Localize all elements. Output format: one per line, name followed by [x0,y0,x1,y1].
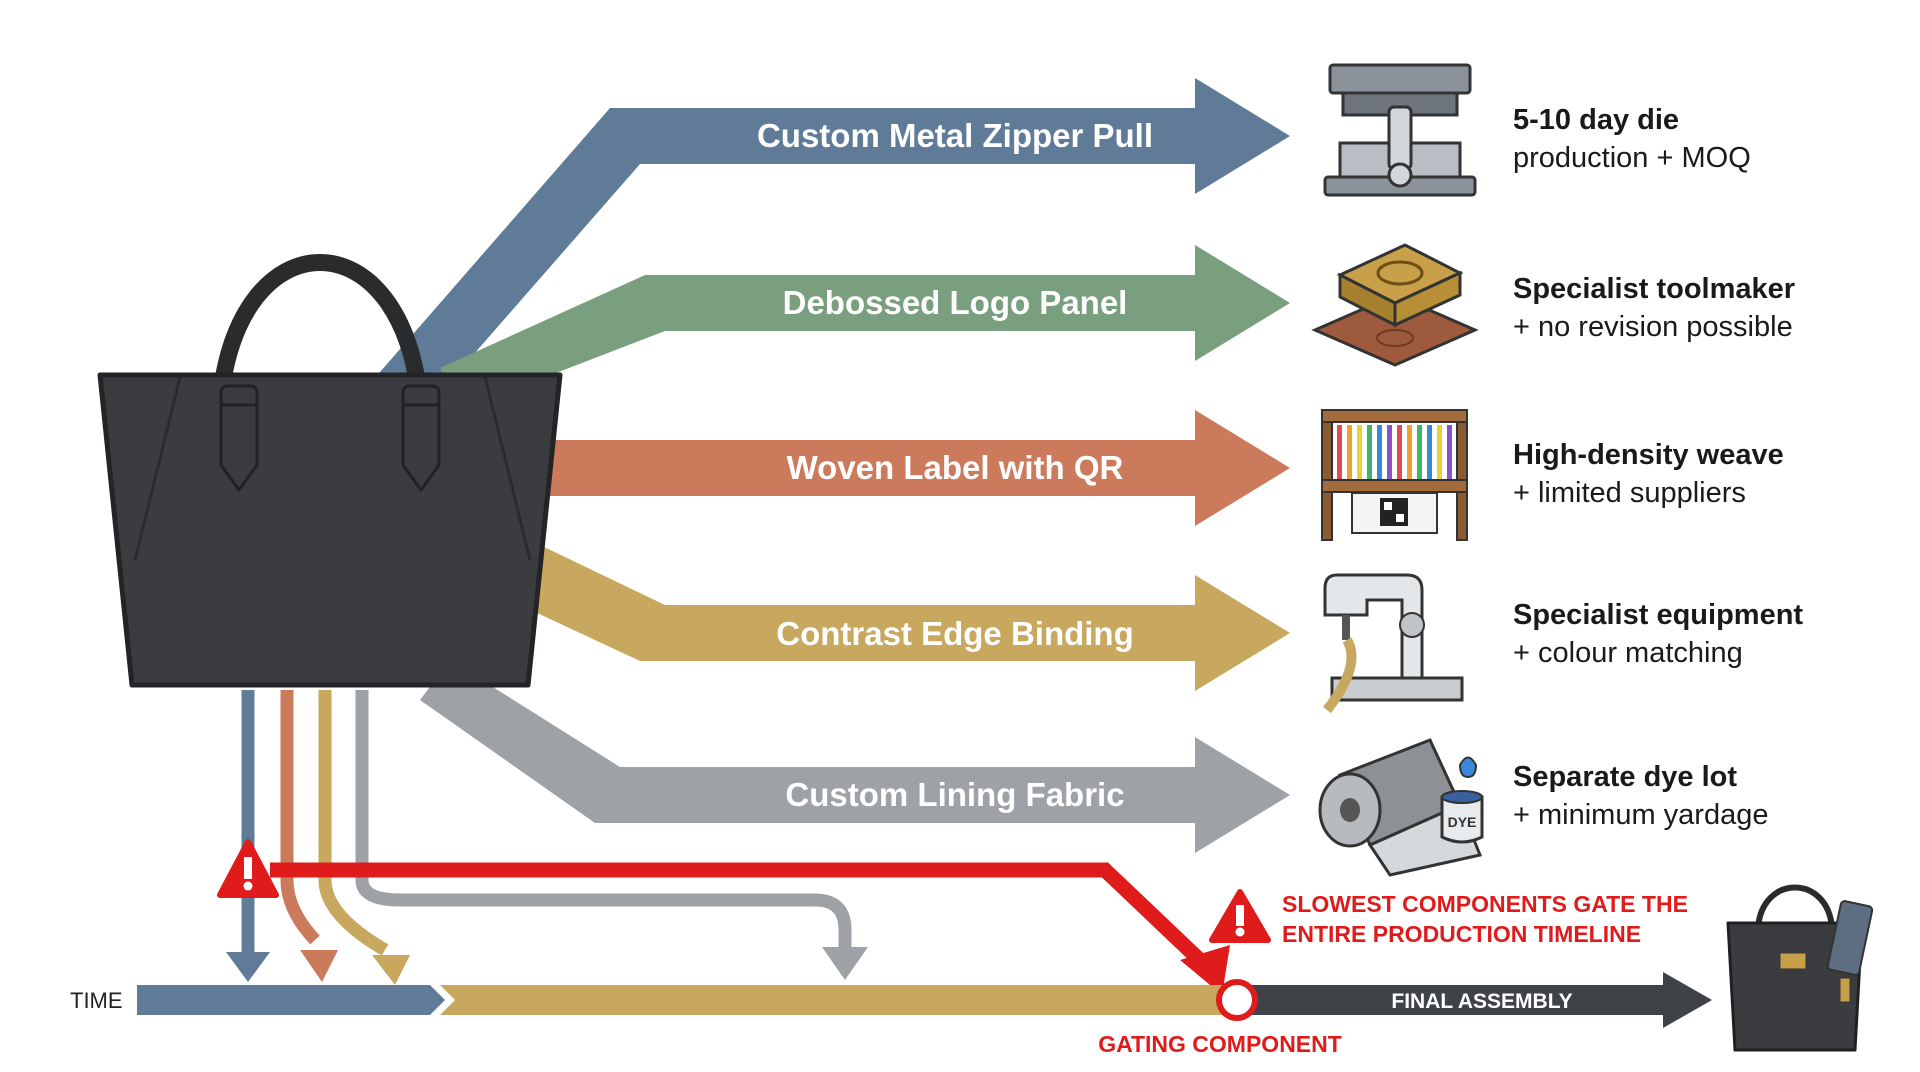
loom-icon [1321,409,1468,541]
gating-marker [1216,979,1258,1021]
warning-icon [1209,889,1271,943]
arrowhead-gold [372,955,410,985]
note-edge-binding-rest: + colour matching [1513,637,1743,669]
note-woven-label: High-density weave + limited suppliers [1513,439,1784,509]
note-logo-panel-bold: Specialist toolmaker [1513,273,1795,305]
note-edge-binding: Specialist equipment + colour matching [1513,599,1803,669]
drop-line-gray [355,690,852,950]
note-woven-label-bold: High-density weave [1513,439,1784,471]
arrow-woven-label [540,410,1290,526]
dye-label: DYE [1448,814,1477,830]
note-woven-label-rest: + limited suppliers [1513,477,1746,509]
finished-bag-icon [1726,884,1874,1052]
note-zipper-pull-rest: production + MOQ [1513,142,1751,174]
critical-path-arrowhead [1180,945,1230,995]
arrow-zipper-pull [360,78,1290,410]
final-assembly-label: FINAL ASSEMBLY [1391,990,1572,1013]
drop-line-orange [280,690,320,945]
label-woven-label: Woven Label with QR [787,449,1124,486]
label-logo-panel: Debossed Logo Panel [783,284,1128,321]
time-label: TIME [70,988,123,1013]
warning-line-1: SLOWEST COMPONENTS GATE THE [1282,891,1688,917]
note-zipper-pull-bold: 5-10 day die [1513,104,1679,136]
timeline-blue-segment [137,985,445,1015]
note-zipper-pull: 5-10 day die production + MOQ [1513,104,1751,174]
critical-path-line [270,862,1211,971]
arrow-lining-fabric [420,660,1290,853]
component-arrows [360,78,1290,853]
note-lining-fabric-bold: Separate dye lot [1513,761,1737,793]
label-lining-fabric: Custom Lining Fabric [785,776,1124,813]
arrow-edge-binding [520,545,1290,691]
arrowhead-orange [300,950,338,982]
label-zipper-pull: Custom Metal Zipper Pull [757,117,1153,154]
warning-icon [217,839,279,898]
timeline [137,972,1712,1028]
sewing-machine-icon [1323,573,1464,714]
timeline-final-segment [1250,972,1712,1028]
deboss-stamp-icon [1311,243,1479,367]
note-logo-panel: Specialist toolmaker + no revision possi… [1513,273,1795,343]
handbag-icon [97,254,563,688]
timeline-gold-segment [440,985,1225,1015]
warning-line-2: ENTIRE PRODUCTION TIMELINE [1282,921,1641,947]
note-lining-fabric-rest: + minimum yardage [1513,799,1768,831]
note-logo-panel-rest: + no revision possible [1513,311,1793,343]
note-lining-fabric: Separate dye lot + minimum yardage [1513,761,1768,831]
note-edge-binding-bold: Specialist equipment [1513,599,1803,631]
arrowhead-blue [226,952,270,982]
label-edge-binding: Contrast Edge Binding [776,615,1134,652]
gating-component-label: GATING COMPONENT [1098,1031,1342,1057]
drop-line-gold [318,690,389,956]
drop-lines [241,690,852,956]
fabric-roll-icon: DYE [1318,738,1484,877]
drop-arrowheads [226,947,868,985]
die-press-icon [1323,63,1477,197]
arrow-logo-panel [440,245,1290,410]
arrowhead-gray [822,947,868,980]
